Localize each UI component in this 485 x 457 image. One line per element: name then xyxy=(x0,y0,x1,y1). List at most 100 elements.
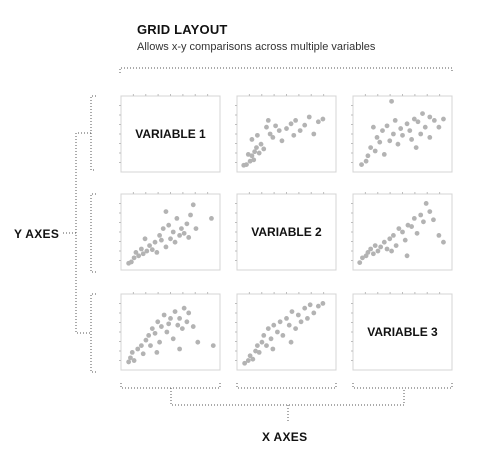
scatter-point xyxy=(144,248,150,254)
variable-label-1: VARIABLE 1 xyxy=(135,127,206,141)
scatter-point xyxy=(387,138,393,144)
scatter-point xyxy=(149,326,155,331)
scatter-point xyxy=(154,250,160,255)
scatter-point xyxy=(164,329,170,335)
top-bracket xyxy=(119,67,453,73)
scatter-point xyxy=(254,145,259,151)
scatter-point xyxy=(391,131,396,137)
scatter-point xyxy=(398,126,404,131)
scatter-point xyxy=(258,141,264,147)
diagram-title: GRID LAYOUT xyxy=(137,22,228,37)
scatter-point xyxy=(184,319,190,325)
scatter-point xyxy=(413,145,419,151)
scatter-point xyxy=(265,326,271,331)
scatter-point xyxy=(422,124,428,130)
row-bracket-2 xyxy=(90,193,96,273)
scatter-point xyxy=(374,135,380,140)
scatter-point xyxy=(286,322,292,328)
scatter-point xyxy=(143,337,149,343)
panel-r1-c1: VARIABLE 1 xyxy=(119,94,221,173)
scatter-point xyxy=(181,305,187,311)
scatter-point xyxy=(384,123,390,129)
scatter-point xyxy=(175,322,181,328)
scatter-point xyxy=(365,250,371,255)
row-bracket-3 xyxy=(90,293,96,373)
scatter-point xyxy=(160,226,166,232)
scatter-point xyxy=(431,217,436,223)
scatter-point xyxy=(166,222,172,228)
panel-r2-c1 xyxy=(119,192,221,271)
scatter-point xyxy=(261,333,267,338)
row-bracket-1 xyxy=(90,95,96,171)
scatter-point xyxy=(427,135,433,140)
scatter-point xyxy=(142,236,148,242)
scatter-point xyxy=(247,353,253,359)
scatter-point xyxy=(400,132,405,138)
scatter-point xyxy=(177,233,183,238)
scatter-point xyxy=(370,124,376,130)
scatter-point xyxy=(259,339,265,345)
scatter-point xyxy=(297,128,303,134)
panel-r3-c1 xyxy=(119,292,221,371)
scatter-point xyxy=(136,253,142,259)
scatter-point xyxy=(421,219,426,225)
scatter-point xyxy=(407,128,413,134)
scatter-point xyxy=(170,336,176,342)
scatter-point xyxy=(404,121,410,127)
scatter-point xyxy=(186,310,192,316)
scatter-point xyxy=(133,250,139,255)
scatter-point xyxy=(267,131,273,137)
scatter-point xyxy=(275,329,280,335)
scatter-point xyxy=(427,114,433,120)
scatter-point xyxy=(363,158,369,164)
scatter-point xyxy=(188,212,193,218)
scatter-point xyxy=(359,162,364,168)
scatter-point xyxy=(427,209,433,215)
scatter-point xyxy=(181,230,187,236)
scatter-point xyxy=(159,324,164,329)
scatter-point xyxy=(270,135,276,140)
scatter-point xyxy=(157,339,162,345)
scatter-point xyxy=(254,343,260,348)
scatter-point xyxy=(138,343,144,348)
scatter-point xyxy=(414,230,420,236)
scatter-point xyxy=(147,243,152,249)
diagram-subtitle: Allows x-y comparisons across multiple v… xyxy=(137,41,376,53)
scatter-point xyxy=(320,301,326,306)
scatter-point xyxy=(404,253,410,259)
scatter-point xyxy=(148,343,153,348)
col-bracket-2 xyxy=(236,383,337,389)
scatter-point xyxy=(277,319,283,325)
scatter-point xyxy=(372,243,378,249)
y-axes-bracket xyxy=(62,132,91,334)
scatter-point xyxy=(302,122,308,128)
scatter-point xyxy=(193,226,199,232)
scatter-point xyxy=(174,216,180,221)
scatter-point xyxy=(396,226,402,232)
scatter-point xyxy=(389,98,394,104)
scatter-point xyxy=(368,145,374,151)
scatter-point xyxy=(168,316,173,321)
scatter-point xyxy=(155,319,161,325)
scatter-point xyxy=(418,212,424,218)
scatter-point xyxy=(393,243,399,249)
scatter-point xyxy=(431,118,437,123)
scatter-point xyxy=(368,246,374,252)
scatter-point xyxy=(163,209,169,215)
scatter-point xyxy=(252,149,258,155)
scatter-point xyxy=(245,358,251,363)
scatter-point xyxy=(405,222,411,228)
scatter-point xyxy=(305,316,310,321)
scatter-point xyxy=(161,312,167,318)
panel-r1-c3 xyxy=(351,94,453,173)
scatter-point xyxy=(138,246,144,252)
variable-label-3: VARIABLE 3 xyxy=(367,325,438,339)
panel-r3-c2 xyxy=(235,292,337,371)
scatter-point xyxy=(365,153,371,159)
scatter-point xyxy=(154,350,160,355)
scatter-point xyxy=(436,124,442,130)
scatter-point xyxy=(146,333,152,338)
scatter-point xyxy=(288,121,294,127)
scatter-point xyxy=(256,150,262,156)
